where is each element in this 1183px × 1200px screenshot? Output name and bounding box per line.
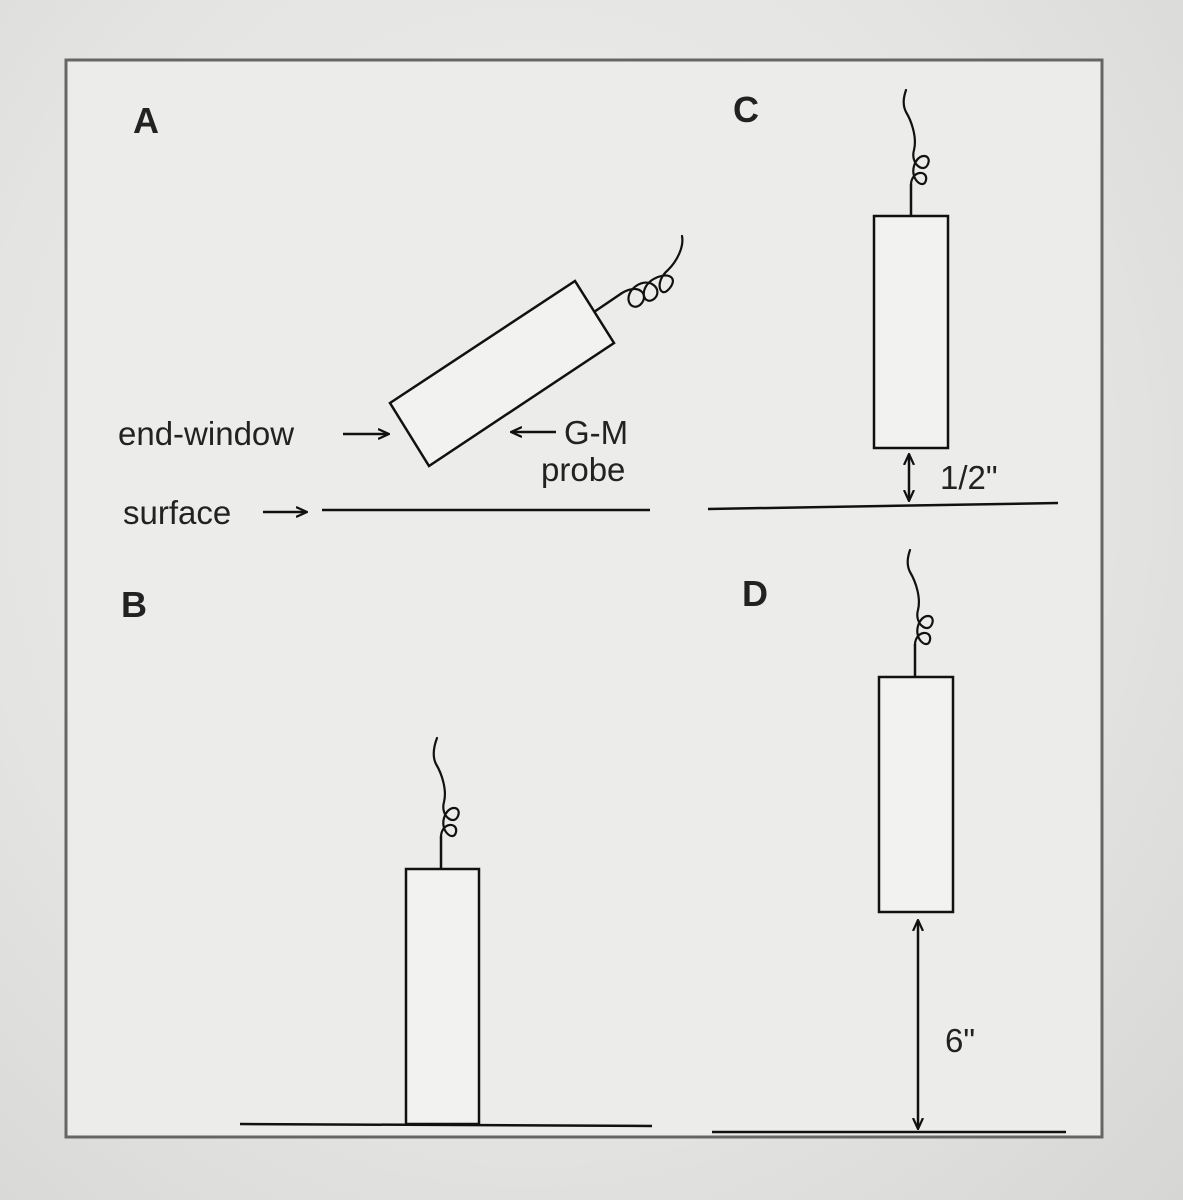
panel-a-letter: A	[133, 100, 159, 141]
panel-a: A end-window G-M probe surface	[118, 100, 684, 531]
panel-c-probe-body	[872, 214, 950, 450]
panel-b-letter: B	[121, 584, 147, 625]
gm-probe-label-line1: G-M	[564, 414, 628, 451]
panel-c-distance-label: 1/2"	[940, 459, 998, 496]
panel-d-probe	[877, 548, 955, 914]
panel-c-probe	[872, 88, 950, 450]
panel-d-probe-cord	[906, 548, 934, 646]
panel-c: C 1/2"	[707, 88, 1059, 511]
panel-a-probe-body	[388, 279, 616, 468]
panel-b-probe-body	[404, 867, 481, 1126]
panel-a-probe-cord	[620, 234, 684, 308]
panel-c-letter: C	[733, 89, 759, 130]
panel-d-distance-label: 6"	[945, 1022, 975, 1059]
panel-a-probe	[388, 234, 684, 468]
panel-c-surface-line	[707, 501, 1059, 511]
end-window-label: end-window	[118, 415, 294, 452]
gm-probe-label-line2: probe	[541, 451, 625, 488]
panel-d: D 6"	[712, 548, 1066, 1134]
panel-b-surface-line	[239, 1122, 653, 1128]
panel-c-probe-cord	[902, 88, 930, 186]
panel-b-probe-cord	[432, 736, 460, 838]
panel-b-probe	[404, 736, 481, 1126]
panel-b: B	[121, 584, 653, 1128]
panel-a-probe-stem	[593, 291, 623, 314]
panel-d-letter: D	[742, 573, 768, 614]
surface-label: surface	[123, 494, 231, 531]
panel-d-probe-body	[877, 675, 955, 914]
